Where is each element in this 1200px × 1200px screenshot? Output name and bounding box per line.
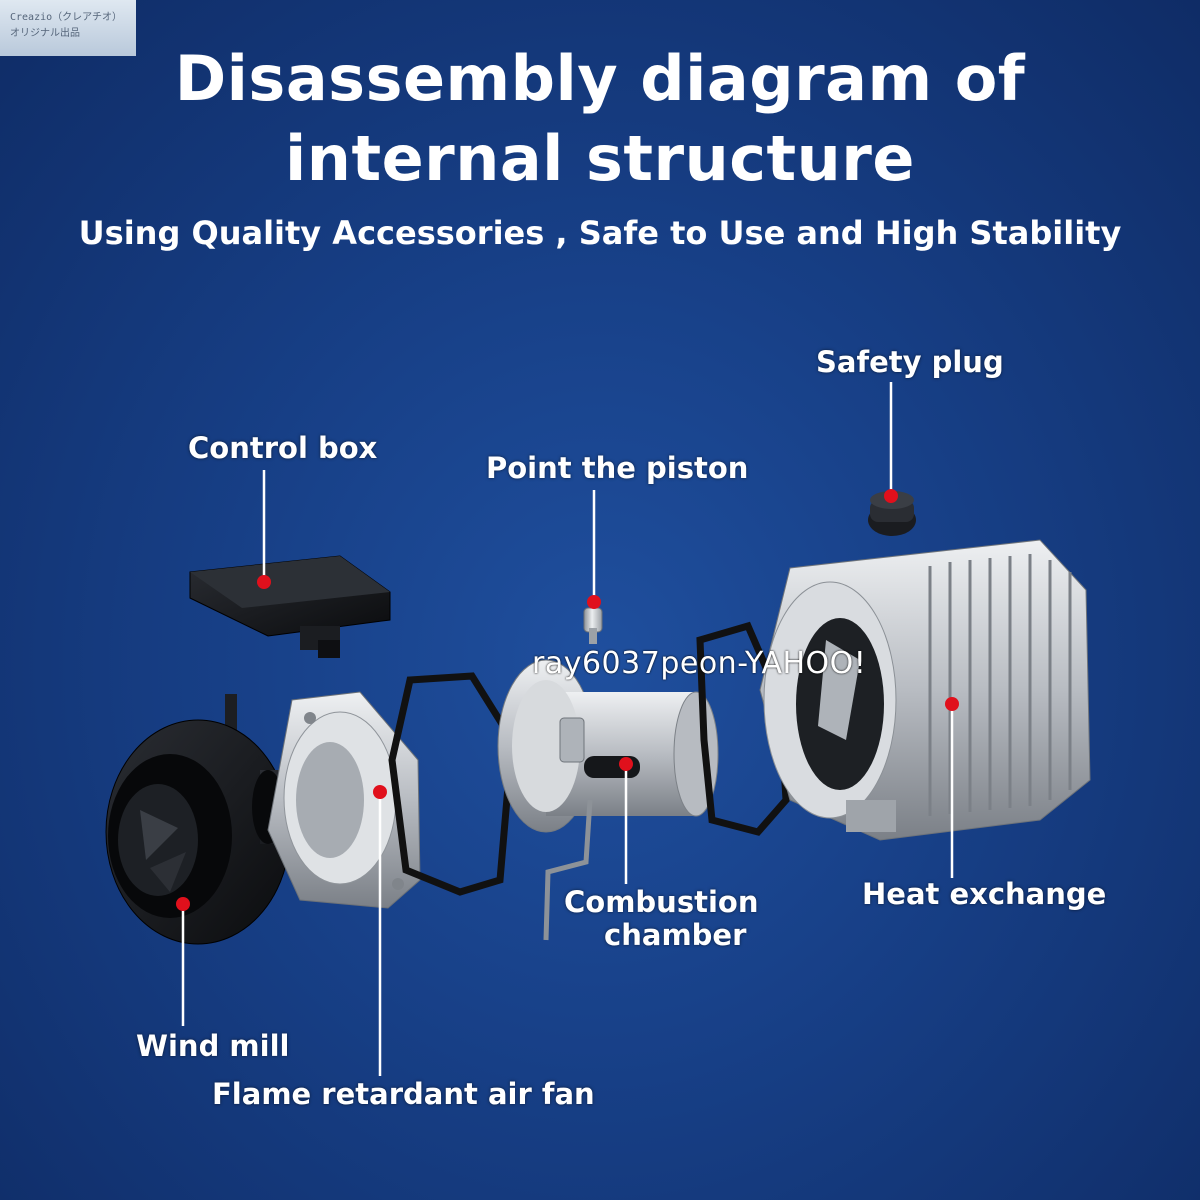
marker-control-box xyxy=(257,575,271,589)
marker-dots xyxy=(176,489,959,911)
label-combustion-line-1: Combustion xyxy=(564,885,759,919)
title-line-1: Disassembly diagram of xyxy=(174,42,1026,115)
label-point-the-piston: Point the piston xyxy=(486,451,749,485)
subtitle: Using Quality Accessories , Safe to Use … xyxy=(78,214,1122,252)
label-heat-exchange: Heat exchange xyxy=(862,877,1107,911)
gasket-right-part xyxy=(696,621,790,836)
marker-combustion xyxy=(619,757,633,771)
marker-piston xyxy=(587,595,601,609)
control-box-part xyxy=(189,555,391,658)
watermark-line-2: オリジナル出品 xyxy=(10,28,80,39)
label-combustion-line-2: chamber xyxy=(604,918,747,953)
combustion-chamber-part xyxy=(497,659,719,941)
overlay-watermark: ray6037peon-YAHOO! xyxy=(532,646,867,681)
label-combustion-chamber: Combustion chamber xyxy=(564,885,759,953)
piston-point-part xyxy=(583,607,603,644)
label-wind-mill: Wind mill xyxy=(136,1029,290,1063)
watermark-line-1: Creazio（クレアチオ） xyxy=(10,12,122,23)
marker-heat-exchange xyxy=(945,697,959,711)
marker-air-fan xyxy=(373,785,387,799)
leader-lines xyxy=(181,382,954,1076)
label-control-box: Control box xyxy=(188,431,378,465)
safety-plug-part xyxy=(868,491,916,536)
air-fan-housing-part xyxy=(267,691,421,909)
creazio-watermark: Creazio（クレアチオ） オリジナル出品 xyxy=(0,0,136,56)
title-line-2: internal structure xyxy=(285,122,915,195)
label-safety-plug: Safety plug xyxy=(816,345,1004,379)
gasket-left-part xyxy=(388,672,516,896)
label-flame-retardant-air-fan: Flame retardant air fan xyxy=(212,1077,595,1111)
heat-exchanger-part xyxy=(759,539,1091,841)
marker-safety-plug xyxy=(884,489,898,503)
marker-wind-mill xyxy=(176,897,190,911)
